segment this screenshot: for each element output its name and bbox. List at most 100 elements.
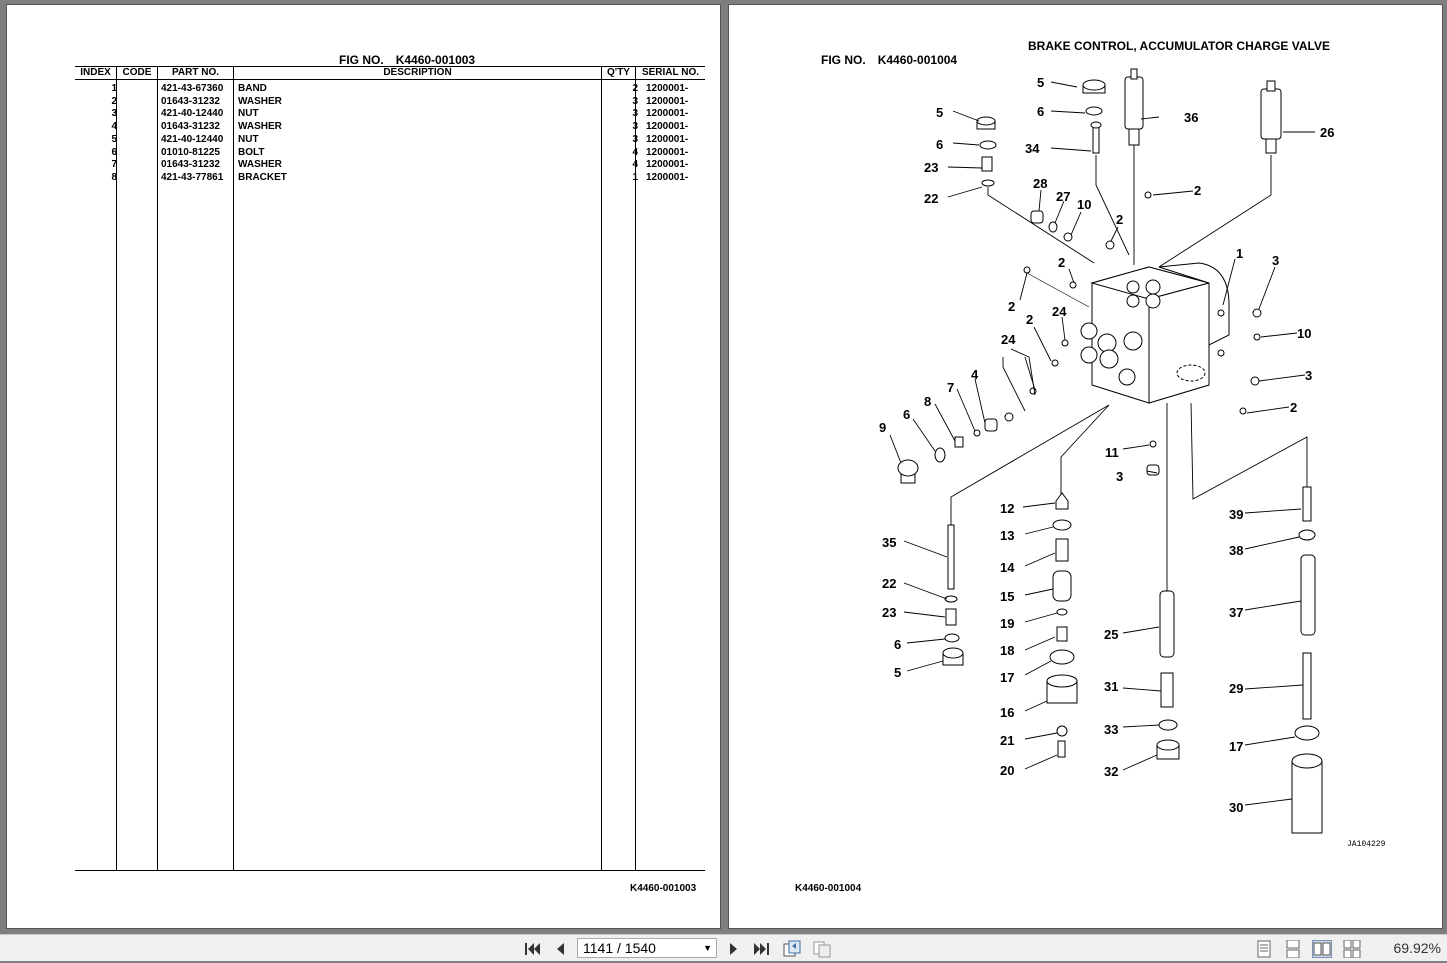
footer-code: K4460-001003	[630, 883, 697, 894]
row-part-no: 421-40-12440	[161, 133, 224, 145]
page-right: FIG NO.K4460-001004 BRAKE CONTROL, ACCUM…	[728, 4, 1443, 929]
document-viewer[interactable]: FIG NO.K4460-001003 INDEX CODE PART NO. …	[0, 0, 1447, 934]
row-part-no: 01643-31232	[161, 121, 220, 133]
top-middle-parts	[1023, 68, 1282, 308]
callout: 38	[1229, 543, 1243, 558]
callout: 16	[1000, 705, 1014, 720]
callout: 10	[1077, 197, 1091, 212]
exploded-parts-diagram: 5 6 36 26 5 6 34 23 22 28 27 10 2 2 1 3 …	[879, 68, 1386, 849]
callout: 2	[1116, 212, 1123, 227]
callout: 19	[1000, 616, 1014, 631]
callout: 33	[1104, 722, 1118, 737]
callout: 3	[1116, 469, 1123, 484]
row-index: 4	[111, 121, 117, 133]
row-description: WASHER	[238, 159, 282, 171]
header-description: DESCRIPTION	[383, 67, 452, 78]
callout: 6	[1037, 104, 1044, 119]
callout: 23	[924, 160, 938, 175]
callout: 18	[1000, 643, 1014, 658]
callout: 15	[1000, 589, 1014, 604]
callout: 5	[936, 105, 943, 120]
continuous-facing-icon[interactable]	[1342, 939, 1362, 959]
row-index: 2	[111, 95, 117, 107]
callout: 2	[1058, 255, 1065, 270]
row-part-no: 01010-81225	[161, 146, 220, 158]
row-index: 5	[111, 133, 117, 145]
page-left: FIG NO.K4460-001003 INDEX CODE PART NO. …	[6, 4, 721, 929]
fig-no: K4460-001003	[395, 53, 476, 67]
row-description: BOLT	[238, 146, 265, 158]
callout: 36	[1184, 110, 1198, 125]
row-qty: 3	[632, 95, 638, 107]
callout: 2	[1026, 312, 1033, 327]
row-serial: 1200001-	[646, 83, 689, 94]
callout: 11	[1105, 445, 1119, 460]
callout-leaders	[889, 81, 1315, 806]
page-number-input[interactable]: 1141 / 1540 ▼	[577, 938, 717, 958]
single-page-icon[interactable]	[1254, 940, 1274, 958]
header-part-no: PART NO.	[171, 67, 220, 78]
row-description: WASHER	[238, 121, 282, 133]
valve-body	[1080, 262, 1230, 404]
callout: 2	[1290, 400, 1297, 415]
top-left-parts	[976, 116, 1095, 264]
center-column	[1156, 403, 1180, 760]
row-part-no: 421-40-12440	[161, 108, 224, 120]
callout: 20	[1000, 763, 1014, 778]
column-divider	[635, 67, 636, 870]
row-index: 6	[111, 146, 117, 158]
callout: 2	[1008, 299, 1015, 314]
callout: 3	[1305, 368, 1312, 383]
row-description: NUT	[238, 133, 259, 145]
callout-labels: 5 6 36 26 5 6 34 23 22 28 27 10 2 2 1 3 …	[879, 75, 1334, 815]
facing-icon[interactable]	[1312, 940, 1332, 958]
row-serial: 1200001-	[646, 95, 689, 107]
row-qty: 4	[632, 159, 638, 171]
row-serial: 1200001-	[646, 159, 689, 171]
callout: 24	[1052, 304, 1067, 319]
fig-number: FIG NO.K4460-001004	[801, 39, 957, 81]
callout: 5	[894, 665, 901, 680]
callout: 35	[882, 535, 896, 550]
callout: 28	[1033, 176, 1047, 191]
row-description: BRACKET	[238, 171, 287, 183]
prev-page-icon[interactable]	[550, 940, 570, 958]
row-serial: 1200001-	[646, 146, 689, 158]
last-page-icon[interactable]	[752, 940, 772, 958]
viewer-toolbar: 1141 / 1540 ▼ 69.92%	[0, 934, 1447, 961]
row-qty: 3	[632, 108, 638, 120]
row-part-no: 421-43-77861	[161, 171, 224, 183]
callout: 10	[1297, 326, 1311, 341]
drawing-code: JA104229	[1347, 840, 1386, 849]
row-description: WASHER	[238, 95, 282, 107]
row-index: 3	[111, 108, 117, 120]
row-serial: 1200001-	[646, 121, 689, 133]
first-page-icon[interactable]	[522, 940, 542, 958]
callout: 5	[1037, 75, 1044, 90]
zoom-level[interactable]: 69.92%	[1393, 940, 1441, 956]
header-code: CODE	[122, 67, 152, 78]
fig-label: FIG NO.	[821, 53, 866, 67]
row-part-no: 421-43-67360	[161, 83, 224, 94]
rotate-icon[interactable]	[782, 940, 802, 958]
callout: 39	[1229, 507, 1243, 522]
column-divider	[116, 67, 117, 870]
callout: 6	[894, 637, 901, 652]
callout: 26	[1320, 125, 1334, 140]
callout: 29	[1229, 681, 1243, 696]
page-separator: /	[617, 940, 621, 956]
extract-icon[interactable]	[812, 940, 832, 958]
next-page-icon[interactable]	[724, 940, 744, 958]
callout: 12	[1000, 501, 1014, 516]
chevron-down-icon[interactable]: ▼	[703, 943, 712, 953]
callout: 23	[882, 605, 896, 620]
continuous-icon[interactable]	[1283, 939, 1303, 959]
callout: 34	[1025, 141, 1040, 156]
column-divider	[233, 67, 234, 870]
